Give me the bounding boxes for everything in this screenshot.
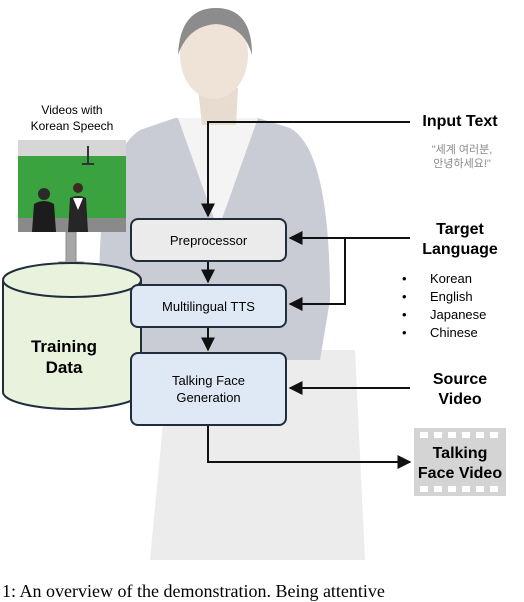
language-item: Korean [400,270,510,288]
source-video-line1: Source [432,371,488,388]
videos-label-line1: Videos with [41,103,103,117]
korean-speech-video-thumbnail [18,140,126,232]
source-video-line2: Video [438,391,482,408]
output-line2: Face Video [417,465,503,482]
videos-label-line2: Korean Speech [30,119,114,133]
language-item: Chinese [400,324,510,342]
output-line1: Talking [432,445,488,462]
output-label: Talking Face Video [404,444,516,484]
talking-face-label-line2: Generation [176,390,241,405]
target-language-arrow-tts [288,238,346,311]
film-strip-icon [414,428,506,496]
source-video-label: Source Video [404,370,516,410]
input-text-example-line1: "세계 여러분, [431,144,493,156]
input-text-example-line2: 안녕하세요!" [433,158,491,170]
training-data-line1: Training [30,337,98,356]
language-item: Japanese [400,306,510,324]
input-text-arrow [201,121,410,218]
target-language-line2: Language [422,241,498,258]
videos-label: Videos with Korean Speech [18,102,126,134]
input-text-example: "세계 여러분, 안녕하세요!" [412,143,512,171]
multilingual-tts-label: Multilingual TTS [162,298,255,314]
multilingual-tts-box: Multilingual TTS [130,284,287,328]
target-language-line1: Target [436,221,484,238]
talking-face-label-line1: Talking Face [172,373,245,388]
training-data-line2: Data [45,358,83,377]
target-language-list: Korean English Japanese Chinese [400,270,510,342]
language-item: English [400,288,510,306]
output-arrow [207,426,412,469]
preprocessor-box: Preprocessor [130,218,287,262]
talking-face-generation-box: Talking Face Generation [130,352,287,426]
training-data-label: Training Data [18,336,110,378]
input-text-label: Input Text [422,113,498,130]
figure-caption: 1: An overview of the demonstration. Bei… [2,581,385,601]
target-language-label: Target Language [404,220,516,260]
preprocessor-label: Preprocessor [169,232,248,248]
